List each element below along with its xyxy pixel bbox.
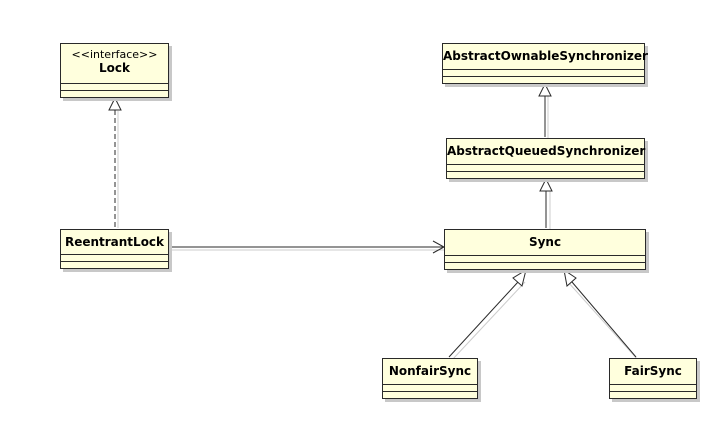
reentrantlock-class-name: ReentrantLock xyxy=(64,235,165,249)
reentrantlock-operations-compartment xyxy=(61,261,168,268)
aqs-operations-compartment xyxy=(447,171,644,178)
class-sync[interactable]: Sync xyxy=(444,229,646,270)
class-abstractownablesynchronizer[interactable]: AbstractOwnableSynchronizer xyxy=(442,43,648,84)
class-abstractqueuedsynchronizer[interactable]: AbstractQueuedSynchronizer xyxy=(446,138,645,179)
aqs-attributes-compartment xyxy=(447,164,644,171)
lock-class-name: Lock xyxy=(99,61,130,75)
nonfairsync-class-name: NonfairSync xyxy=(388,364,472,378)
class-lock[interactable]: <<interface>> Lock xyxy=(60,43,169,98)
class-reentrantlock[interactable]: ReentrantLock xyxy=(60,229,169,269)
aos-operations-compartment xyxy=(443,76,644,83)
sync-class-name: Sync xyxy=(528,235,562,249)
class-fairsync[interactable]: FairSync xyxy=(609,358,697,399)
lock-attributes-compartment xyxy=(61,83,168,90)
generalization-arrowhead-aos xyxy=(538,82,552,97)
aos-class-name: AbstractOwnableSynchronizer xyxy=(443,49,648,63)
fairsync-class-name: FairSync xyxy=(624,364,682,378)
sync-operations-compartment xyxy=(445,262,645,269)
generalization-line-nonfairsync-sync xyxy=(448,281,519,358)
lock-operations-compartment xyxy=(61,90,168,97)
aqs-class-name: AbstractQueuedSynchronizer xyxy=(447,144,646,158)
generalization-arrowhead-sync-left xyxy=(512,268,527,287)
fairsync-operations-compartment xyxy=(610,391,696,398)
nonfairsync-attributes-compartment xyxy=(383,384,477,391)
class-nonfairsync[interactable]: NonfairSync xyxy=(382,358,478,399)
lock-stereotype: <<interface>> xyxy=(71,48,158,61)
reentrantlock-attributes-compartment xyxy=(61,254,168,261)
sync-attributes-compartment xyxy=(445,255,645,262)
nonfairsync-operations-compartment xyxy=(383,391,477,398)
realization-arrowhead-lock xyxy=(108,96,122,111)
generalization-line-fairsync-sync xyxy=(571,281,637,358)
fairsync-attributes-compartment xyxy=(610,384,696,391)
generalization-arrowhead-aqs xyxy=(539,177,553,192)
aos-attributes-compartment xyxy=(443,69,644,76)
generalization-arrowhead-sync-right xyxy=(563,268,577,287)
